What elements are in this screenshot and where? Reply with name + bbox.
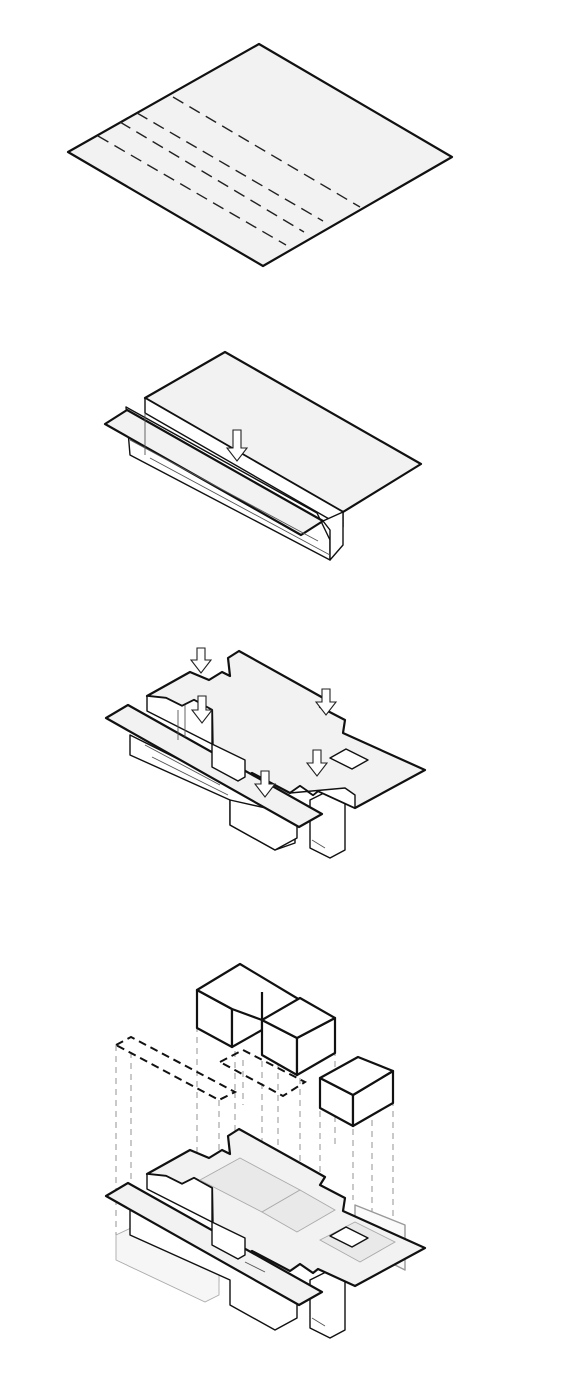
volume-cluster [195, 962, 337, 1077]
fold-line-1 [172, 96, 361, 208]
volume-single [318, 1055, 395, 1128]
push-down-arrow [189, 647, 213, 674]
elevated-slab-left [113, 1035, 238, 1102]
push-down-arrow [253, 770, 277, 798]
step-3-carved-plane [104, 647, 427, 859]
fold-line-4 [97, 135, 287, 246]
push-down-arrow [225, 429, 249, 462]
fold-line-2 [136, 112, 324, 222]
elevated-slab-middle [217, 1048, 308, 1098]
step-2-folded-plane [103, 350, 423, 561]
push-down-arrow [305, 749, 329, 777]
push-down-arrow [190, 695, 214, 724]
step-4-exploded-assembly [104, 962, 427, 1339]
push-down-arrow [314, 688, 338, 716]
step-1-site-plane [66, 42, 454, 268]
fold-line-3 [119, 121, 305, 233]
